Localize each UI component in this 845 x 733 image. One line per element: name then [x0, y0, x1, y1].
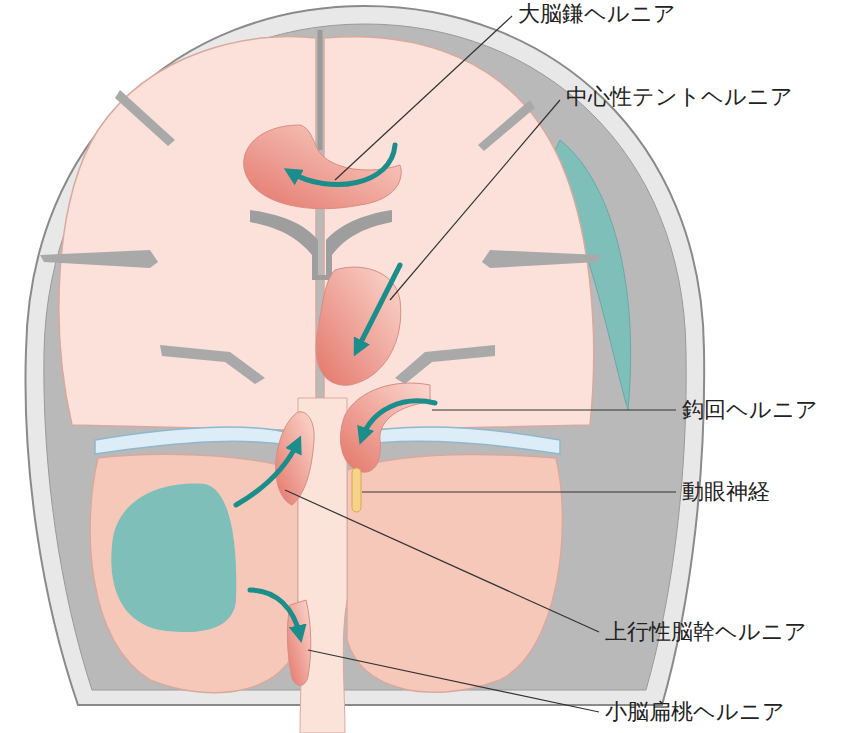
- callout-label: 上行性脳幹ヘルニア: [605, 619, 807, 645]
- skull: [25, 6, 704, 705]
- uncal-herniation: [340, 383, 430, 472]
- cerebellar-hematoma: [111, 484, 236, 633]
- cerebellum: [347, 454, 562, 692]
- callout-label: 中心性テントヘルニア: [566, 84, 793, 110]
- cerebellum: [90, 454, 298, 692]
- callout-label: 鈎回ヘルニア: [682, 397, 818, 423]
- tentorium: [352, 427, 560, 454]
- falx-herniation: [244, 125, 401, 209]
- callout-label: 動眼神経: [682, 479, 770, 505]
- upward-herniation: [276, 412, 314, 505]
- falx: [318, 30, 323, 150]
- callout-label: 小脳扁桃ヘルニア: [605, 699, 785, 725]
- left-hemisphere: [59, 36, 316, 430]
- leader-lines: [285, 16, 676, 712]
- oculomotor-nerve: [352, 468, 361, 512]
- arrows: [236, 145, 435, 636]
- tentorium: [95, 427, 292, 454]
- callout-label: 大脳鎌ヘルニア: [518, 1, 676, 27]
